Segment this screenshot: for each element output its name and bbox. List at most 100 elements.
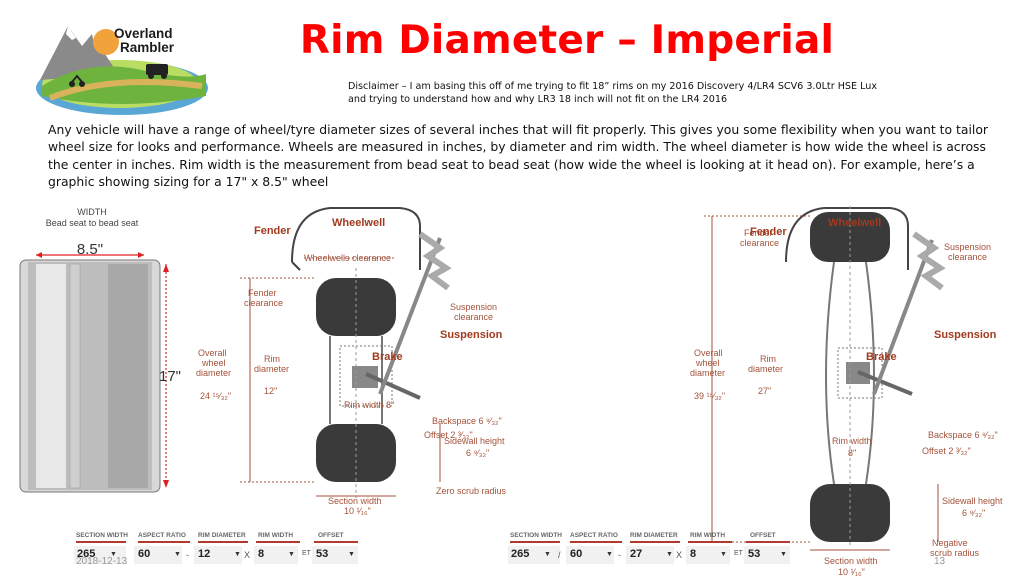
- left-sidewall-label-1: Sidewall height: [444, 436, 505, 446]
- right-offset-select[interactable]: [744, 546, 790, 564]
- right-strut: [872, 239, 934, 395]
- right-negative-scrub-label-2: scrub radius: [930, 548, 980, 558]
- diagrams-canvas: WIDTH Bead seat to bead seat 8.5" 17": [19, 206, 1003, 577]
- left-rim-diameter-select[interactable]: [194, 546, 242, 564]
- left-rim-diameter-value: 12: [198, 548, 211, 560]
- chevron-down-icon: ▼: [348, 551, 355, 558]
- overland-rambler-logo: Overland Rambler: [30, 12, 220, 120]
- left-rim-width-value: 8: [258, 548, 265, 560]
- tyre-selector-right: SECTION WIDTH 265 ▼ / ASPECT RATIO 60 ▼ …: [504, 532, 804, 572]
- diameter-arrow-bottom-head: [163, 480, 169, 488]
- right-fender-clearance-label-1: Fender: [744, 228, 773, 238]
- right-backspace-label: Backspace 6 ⁹⁄₃₂": [928, 430, 998, 440]
- right-rim-label-2: diameter: [748, 364, 783, 374]
- width-label: WIDTH: [77, 207, 107, 217]
- left-rim-value: 12": [264, 386, 277, 396]
- right-spring: [912, 231, 946, 291]
- right-rim-diameter-header: RIM DIAMETER: [630, 532, 678, 539]
- right-fender-clearance-label-2: clearance: [740, 238, 779, 248]
- right-offset-label: Offset 2 ³⁄₃₂": [922, 446, 971, 456]
- left-brake-block: [352, 366, 378, 388]
- disclaimer-line-2: and trying to understand how and why LR3…: [348, 94, 728, 105]
- right-suspension-clearance-label-2: clearance: [948, 252, 987, 262]
- diameter-value: 17": [159, 368, 181, 385]
- right-overall-value: 39 ¹⁵⁄₃₂": [694, 391, 725, 401]
- left-wheelwell-label: Wheelwell: [332, 217, 385, 229]
- rim-shadow: [108, 264, 148, 488]
- left-overall-label-3: diameter: [196, 368, 231, 378]
- disclaimer-line-1: Disclaimer – I am basing this off of me …: [348, 81, 878, 92]
- left-rim-width-header: RIM WIDTH: [258, 532, 294, 539]
- chevron-down-icon: ▼: [544, 551, 551, 558]
- left-strut: [378, 237, 442, 395]
- width-value: 8.5": [77, 241, 103, 258]
- right-overall-label-2: wheel: [695, 358, 720, 368]
- footer-date: 2018-12-13: [76, 556, 128, 567]
- left-overall-label-2: wheel: [201, 358, 226, 368]
- left-wheelwells-clearance-label: Wheelwells clearance: [304, 253, 391, 263]
- left-aspect-ratio-header: ASPECT RATIO: [138, 532, 186, 539]
- right-rim-width-label-1: Rim width: [832, 436, 872, 446]
- left-sidewall-label-2: 6 ⁹⁄₃₂": [466, 448, 489, 458]
- left-section-width-header: SECTION WIDTH: [76, 532, 128, 539]
- right-section-width-label-1: Section width: [824, 556, 878, 566]
- left-rim-label-2: diameter: [254, 364, 289, 374]
- rim-illustration: WIDTH Bead seat to bead seat 8.5" 17": [19, 207, 181, 493]
- left-aspect-ratio-select[interactable]: [134, 546, 182, 564]
- right-sidewall-label-2: 6 ⁹⁄₃₂": [962, 508, 985, 518]
- left-offset-value: 53: [316, 548, 329, 560]
- right-aspect-ratio-value: 60: [570, 548, 583, 560]
- chevron-down-icon: ▼: [720, 551, 727, 558]
- rim-highlight: [36, 264, 66, 488]
- right-section-width-header: SECTION WIDTH: [510, 532, 562, 539]
- body-paragraph: Any vehicle will have a range of wheel/t…: [48, 122, 989, 190]
- right-overall-label-1: Overall: [694, 348, 723, 358]
- right-offset-header: OFFSET: [750, 532, 776, 539]
- right-rim-width-header: RIM WIDTH: [690, 532, 726, 539]
- left-brake-label: Brake: [372, 351, 403, 363]
- width-sub-label: Bead seat to bead seat: [46, 218, 139, 228]
- logo-text-line2: Rambler: [120, 40, 175, 55]
- right-aspect-ratio-select[interactable]: [566, 546, 614, 564]
- left-offset-label: Offset 2 ³⁄₃₂": [424, 430, 473, 440]
- left-offset-header: OFFSET: [318, 532, 344, 539]
- right-rim-width-select[interactable]: [686, 546, 730, 564]
- logo-text-line1: Overland: [114, 26, 173, 41]
- left-rim-label-1: Rim: [264, 354, 280, 364]
- chevron-down-icon: ▼: [234, 551, 241, 558]
- rim-center-line: [69, 263, 81, 489]
- left-spring: [418, 231, 452, 291]
- left-section-width-select[interactable]: [74, 546, 126, 564]
- right-offset-value: 53: [748, 548, 761, 560]
- tyre-diagram-left: Fender Wheelwell Wheelwells clearance Fe…: [196, 207, 507, 516]
- right-suspension-clearance-label-1: Suspension: [944, 242, 991, 252]
- left-rim-diameter-header: RIM DIAMETER: [198, 532, 246, 539]
- right-rim-value: 27": [758, 386, 771, 396]
- right-section-width-label-2: 10 ¹⁄₁₆": [838, 567, 865, 577]
- right-suspension-label: Suspension: [934, 329, 997, 341]
- footer-page-number: 13: [934, 556, 946, 567]
- width-arrow-left-head: [36, 252, 42, 258]
- right-brake-label: Brake: [866, 351, 897, 363]
- right-section-width-select[interactable]: [508, 546, 560, 564]
- right-negative-scrub-label-1: Negative: [932, 538, 968, 548]
- diameter-arrow-top-head: [163, 264, 169, 272]
- width-arrow-right-head: [138, 252, 144, 258]
- left-section-width-label-1: Section width: [328, 496, 382, 506]
- left-zero-scrub-label: Zero scrub radius: [436, 486, 507, 496]
- right-rim-width-value: 8: [690, 548, 697, 560]
- left-overall-label-1: Overall: [198, 348, 227, 358]
- right-fender-label: Fender: [750, 226, 787, 238]
- chevron-down-icon: ▼: [780, 551, 787, 558]
- disclaimer: Disclaimer – I am basing this off of me …: [348, 80, 908, 106]
- right-rim-diameter-select[interactable]: [626, 546, 674, 564]
- left-rim-width-select[interactable]: [254, 546, 298, 564]
- left-offset-select[interactable]: [312, 546, 358, 564]
- page-title: Rim Diameter – Imperial: [299, 18, 835, 63]
- right-wheelwell-outline: [785, 207, 909, 270]
- right-rim-diameter-value: 27: [630, 548, 643, 560]
- left-section-width-value: 265: [77, 548, 96, 560]
- right-sidewall-label-1: Sidewall height: [942, 496, 1003, 506]
- tyre-diagram-right: Fender clearance Fender Wheelwell Suspen…: [690, 206, 1003, 577]
- left-suspension-label: Suspension: [440, 329, 503, 341]
